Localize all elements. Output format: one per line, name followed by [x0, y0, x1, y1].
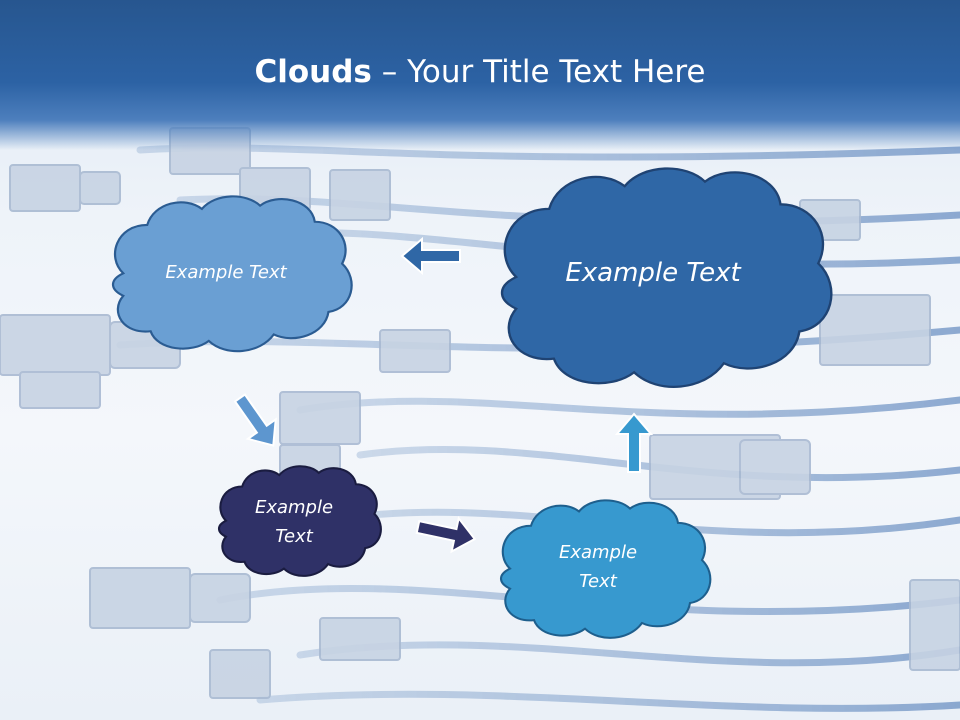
title-bar — [0, 0, 960, 150]
arrow-up — [614, 412, 654, 473]
title-bold: Clouds — [254, 54, 372, 90]
title-separator: – — [371, 54, 408, 90]
title-text: Your Title Text Here — [407, 54, 706, 90]
cloud-4-label: Example Text — [558, 542, 638, 592]
arrow-down — [233, 393, 277, 447]
slide-title: Clouds – Your Title Text Here — [0, 54, 960, 90]
cloud-1-label: Example Text — [165, 262, 287, 283]
background-plugs — [0, 127, 960, 699]
cloud-2-label: Example Text — [565, 258, 741, 288]
arrow-right — [415, 515, 477, 554]
cloud-3-label: Example Text — [254, 497, 334, 547]
arrow-left — [400, 236, 461, 276]
